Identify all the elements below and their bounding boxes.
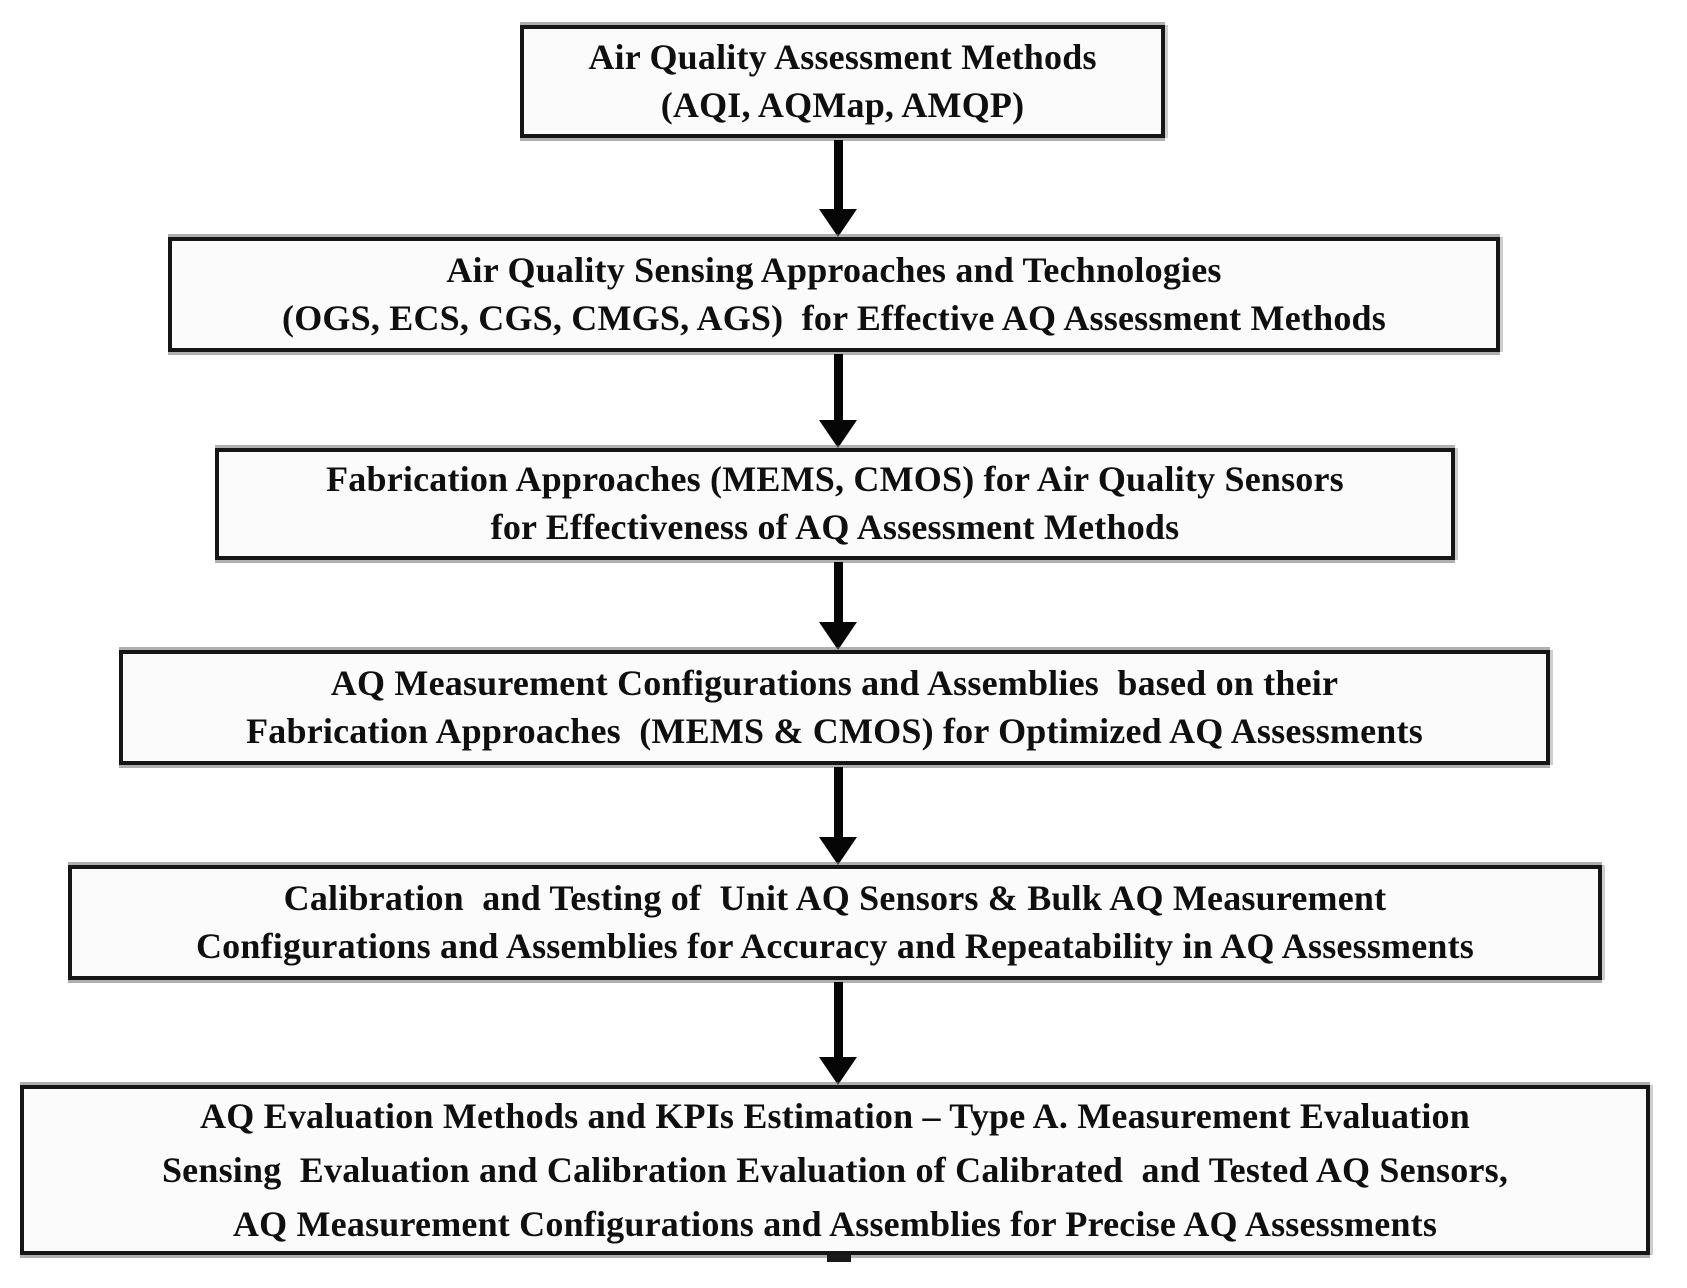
down-arrow-5 (819, 982, 857, 1085)
arrow-shaft (833, 767, 843, 837)
down-arrow-2 (819, 354, 857, 448)
arrow-shaft (833, 354, 843, 420)
arrow-shaft (833, 982, 843, 1057)
box-text-line: Fabrication Approaches (MEMS & CMOS) for… (246, 710, 1423, 751)
box-text-line: Sensing Evaluation and Calibration Evalu… (161, 1150, 1509, 1190)
arrow-head-icon (819, 837, 857, 865)
continuation-arrow-stub (827, 1255, 851, 1262)
box-text-line: Calibration and Testing of Unit AQ Senso… (283, 877, 1387, 918)
flow-box-aq-measurement-configurations: AQ Measurement Configurations and Assemb… (119, 650, 1550, 765)
flow-box-aq-evaluation-methods: AQ Evaluation Methods and KPIs Estimatio… (20, 1085, 1650, 1255)
box-text-line: Fabrication Approaches (MEMS, CMOS) for … (326, 459, 1344, 500)
flow-box-calibration-and-testing: Calibration and Testing of Unit AQ Senso… (68, 865, 1602, 980)
box-text-line: (OGS, ECS, CGS, CMGS, AGS) for Effective… (282, 297, 1386, 338)
arrow-head-icon (819, 420, 857, 448)
box-text-line: for Effectiveness of AQ Assessment Metho… (490, 507, 1180, 547)
box-text-line: Air Quality Sensing Approaches and Techn… (446, 249, 1222, 290)
arrow-shaft (833, 562, 843, 622)
box-text-line: AQ Evaluation Methods and KPIs Estimatio… (200, 1096, 1470, 1136)
down-arrow-1 (819, 140, 857, 237)
box-text-line: (AQI, AQMap, AMQP) (660, 84, 1025, 125)
flow-box-air-quality-assessment-methods: Air Quality Assessment Methods (AQI, AQM… (520, 25, 1165, 138)
box-text-line: Configurations and Assemblies for Accura… (195, 925, 1475, 966)
flow-box-air-quality-sensing-approaches: Air Quality Sensing Approaches and Techn… (168, 237, 1500, 352)
arrow-head-icon (819, 622, 857, 650)
down-arrow-4 (819, 767, 857, 865)
down-arrow-3 (819, 562, 857, 650)
box-text-line: AQ Measurement Configurations and Assemb… (330, 662, 1339, 703)
flow-box-fabrication-approaches: Fabrication Approaches (MEMS, CMOS) for … (215, 448, 1455, 560)
box-text-line: AQ Measurement Configurations and Assemb… (232, 1204, 1438, 1244)
arrow-shaft (833, 140, 843, 209)
arrow-head-icon (819, 209, 857, 237)
arrow-head-icon (819, 1057, 857, 1085)
box-text-line: Air Quality Assessment Methods (588, 36, 1097, 77)
